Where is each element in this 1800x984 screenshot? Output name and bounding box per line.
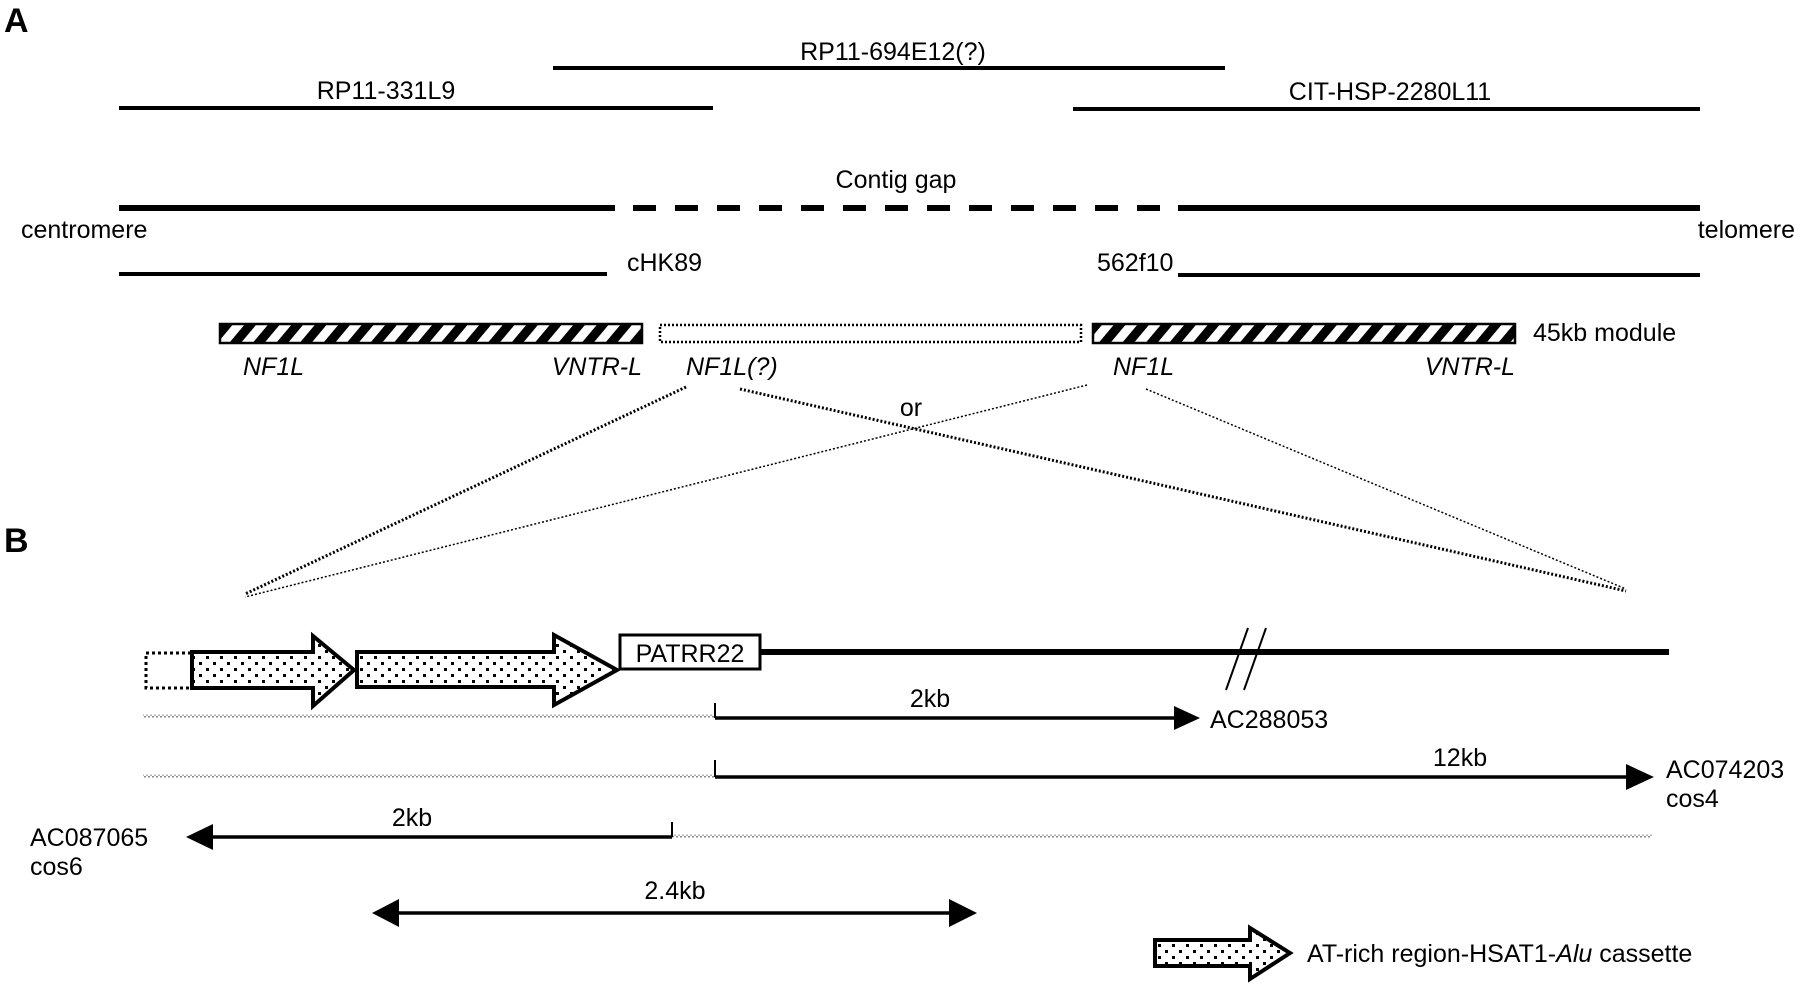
legend-label: AT-rich region-HSAT1-Alu cassette (1307, 940, 1692, 968)
arrow-head-right (1174, 706, 1200, 730)
clone-name-label: AC288053 (1210, 706, 1328, 734)
cassette-arrow-2 (355, 631, 622, 709)
break-mark-1 (1225, 627, 1249, 691)
cassette-arrow-1 (190, 631, 358, 711)
module-left-label: NF1L (1113, 353, 1174, 381)
clone-label: RP11-694E12(?) (800, 38, 986, 66)
arrow-length-label: 12kb (1433, 744, 1487, 772)
legend-text-italic: Alu (1554, 940, 1592, 968)
clone-label: RP11-331L9 (317, 77, 456, 105)
expansion-line-left-thick (244, 385, 687, 596)
arrow-head-right (949, 899, 977, 927)
clone-sub-label: cos4 (1666, 785, 1719, 813)
module-right-label: VNTR-L (1425, 353, 1515, 381)
centromere-label: centromere (21, 216, 147, 244)
panel-a-label: A (4, 2, 29, 40)
distance-arrow-2-4kb: 2.4kb (372, 877, 977, 927)
clone-cit-hsp-2280l11: CIT-HSP-2280L11 (1073, 78, 1700, 111)
module-left-label: NF1L (243, 353, 304, 381)
arrow-length-label: 2kb (392, 804, 432, 832)
dotted-module-box (658, 323, 1083, 344)
clone-name-label: AC087065 (30, 824, 148, 852)
clone-name-label: AC074203 (1666, 756, 1784, 784)
module-left-label: NF1L(?) (686, 353, 778, 381)
break-mark-2 (1243, 627, 1267, 691)
cosmid-562f10: 562f10 (1097, 249, 1700, 277)
arrow-length-label: 2kb (910, 685, 950, 713)
cosmid-label: cHK89 (627, 249, 702, 277)
partial-cassette-dotted (144, 651, 194, 690)
arrow-head-right (1626, 764, 1654, 790)
legend-cassette-arrow-icon (1153, 924, 1294, 983)
expansion-line-left-thin (244, 384, 1088, 598)
contig-gap-label: Contig gap (836, 166, 957, 194)
cosmid-label: 562f10 (1097, 249, 1173, 277)
panel-b-label: B (4, 522, 29, 560)
legend-text-suffix: cassette (1592, 940, 1692, 968)
expansion-line-right-thin (1145, 388, 1627, 590)
module-1: NF1L VNTR-L (218, 322, 644, 381)
clone-arrow-ac288053: 2kb AC288053 (143, 685, 1328, 734)
clone-rp11-331l9: RP11-331L9 (119, 77, 713, 110)
module-3: NF1L VNTR-L (1091, 322, 1517, 381)
or-label: or (900, 394, 922, 422)
hatched-module-box (218, 322, 644, 345)
legend: AT-rich region-HSAT1-Alu cassette (1153, 924, 1692, 983)
telomere-label: telomere (1698, 216, 1795, 244)
clone-label: CIT-HSP-2280L11 (1289, 78, 1491, 106)
arrow-length-label: 2.4kb (644, 877, 705, 905)
expansion-lines: or (244, 384, 1627, 598)
clone-rp11-694e12: RP11-694E12(?) (553, 38, 1225, 70)
contig-line: Contig gap centromere telomere (21, 166, 1795, 244)
expansion-line-right-thick (739, 387, 1627, 593)
arrow-head-left (186, 824, 213, 850)
clone-sub-label: cos6 (30, 853, 83, 881)
legend-text-prefix: AT-rich region-HSAT1- (1307, 940, 1556, 968)
hatched-module-box (1091, 322, 1517, 345)
cassette-row: PATRR22 (144, 627, 1669, 711)
patrr22-label: PATRR22 (636, 640, 745, 668)
module-right-label: VNTR-L (552, 353, 642, 381)
cosmid-chk89: cHK89 (119, 249, 702, 277)
module-2: NF1L(?) (658, 323, 1083, 381)
clone-arrow-ac074203: 12kb AC074203 cos4 (143, 744, 1784, 813)
arrow-head-left (372, 899, 399, 927)
module-size-label: 45kb module (1533, 319, 1676, 347)
clone-arrow-ac087065: 2kb AC087065 cos6 (30, 804, 1652, 881)
